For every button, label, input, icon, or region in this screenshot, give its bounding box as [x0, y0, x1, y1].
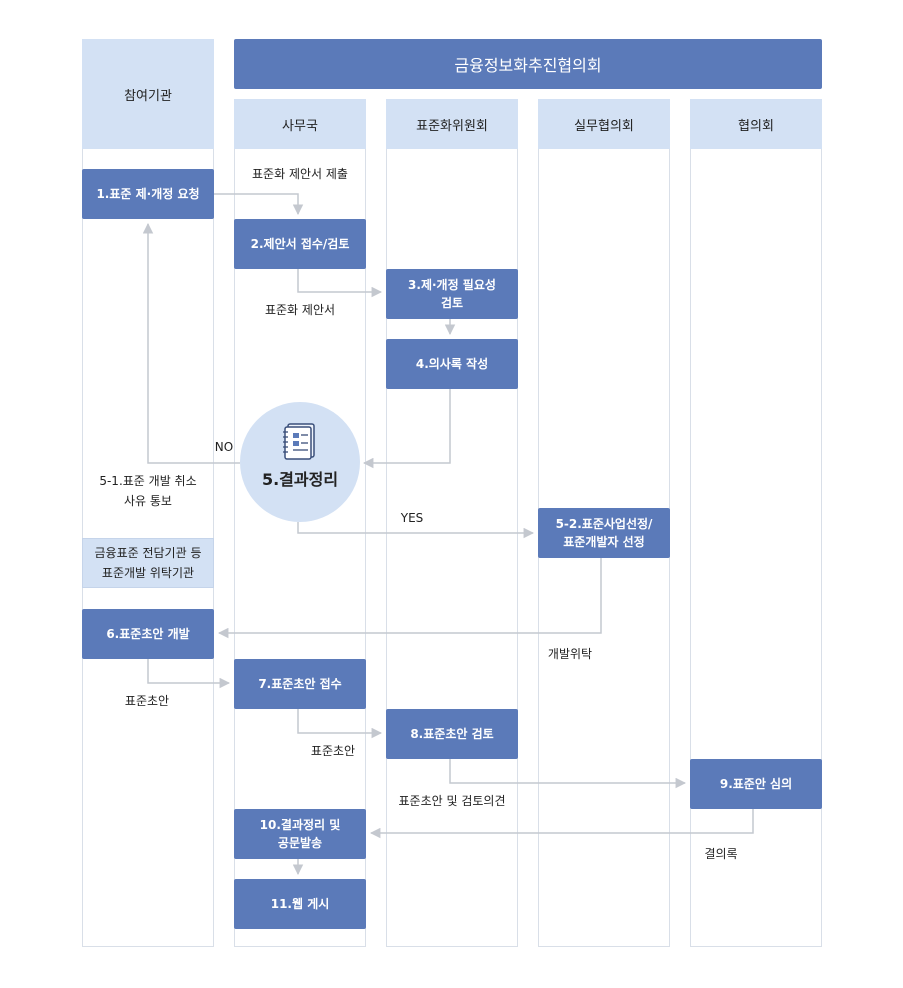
step-6-draft-development: 6.표준초안 개발: [82, 609, 214, 659]
step-5-circle: [240, 402, 360, 522]
step-5-result: 5.결과정리: [261, 470, 339, 489]
lane-header-participants: 참여기관: [82, 39, 214, 149]
step-3-necessity-review: 3.제·개정 필요성 검토: [386, 269, 518, 319]
label-proposal: 표준화 제안서: [264, 303, 336, 317]
arrow-5-2-to-6: [217, 557, 602, 639]
arrow-6-to-7: [147, 659, 231, 689]
label-yes: YES: [400, 511, 424, 525]
label-draft-b: 표준초안: [310, 744, 356, 758]
label-minutes: 결의록: [704, 847, 738, 861]
step-9-deliberation: 9.표준안 심의: [690, 759, 822, 809]
document-notebook-icon: [283, 423, 315, 460]
step-1-request: 1.표준 제·개정 요청: [82, 169, 214, 219]
arrow-9-to-10: [369, 809, 754, 839]
arrow-8-to-9: [449, 759, 687, 789]
label-proposal-submit: 표준화 제안서 제출: [252, 167, 348, 181]
delegated-institution: 금융표준 전담기관 등 표준개발 위탁기관: [82, 538, 214, 588]
lane-standardization-committee: [386, 100, 518, 947]
arrow-7-to-8: [297, 709, 383, 739]
step-2-receive-review: 2.제안서 접수/검토: [234, 219, 366, 269]
step-7-draft-receipt: 7.표준초안 접수: [234, 659, 366, 709]
arrow-1-to-2: [214, 193, 304, 216]
arrow-2-to-3: [297, 269, 383, 298]
lane-header-secretariat: 사무국: [234, 99, 366, 149]
lane-header-council: 협의회: [690, 99, 822, 149]
arrow-4-to-5: [362, 389, 451, 469]
label-draft-a: 표준초안: [124, 694, 170, 708]
arrow-5-to-5-2: [297, 522, 535, 539]
label-draft-review: 표준초안 및 검토의견: [398, 794, 506, 808]
arrow-5-to-1: [142, 222, 240, 464]
lane-header-standardization-committee: 표준화위원회: [386, 99, 518, 149]
label-dev-delegation: 개발위탁: [547, 647, 593, 661]
step-10-result-dispatch: 10.결과정리 및 공문발송: [234, 809, 366, 859]
label-cancel-notice: 5-1.표준 개발 취소 사유 통보: [99, 474, 197, 508]
council-banner: 금융정보화추진협의회: [234, 39, 822, 89]
label-no: NO: [214, 440, 234, 454]
step-4-minutes: 4.의사록 작성: [386, 339, 518, 389]
step-11-web-post: 11.웹 게시: [234, 879, 366, 929]
lane-header-working-council: 실무협의회: [538, 99, 670, 149]
step-5-2-project-selection: 5-2.표준사업선정/ 표준개발자 선정: [538, 508, 670, 558]
step-8-draft-review: 8.표준초안 검토: [386, 709, 518, 759]
